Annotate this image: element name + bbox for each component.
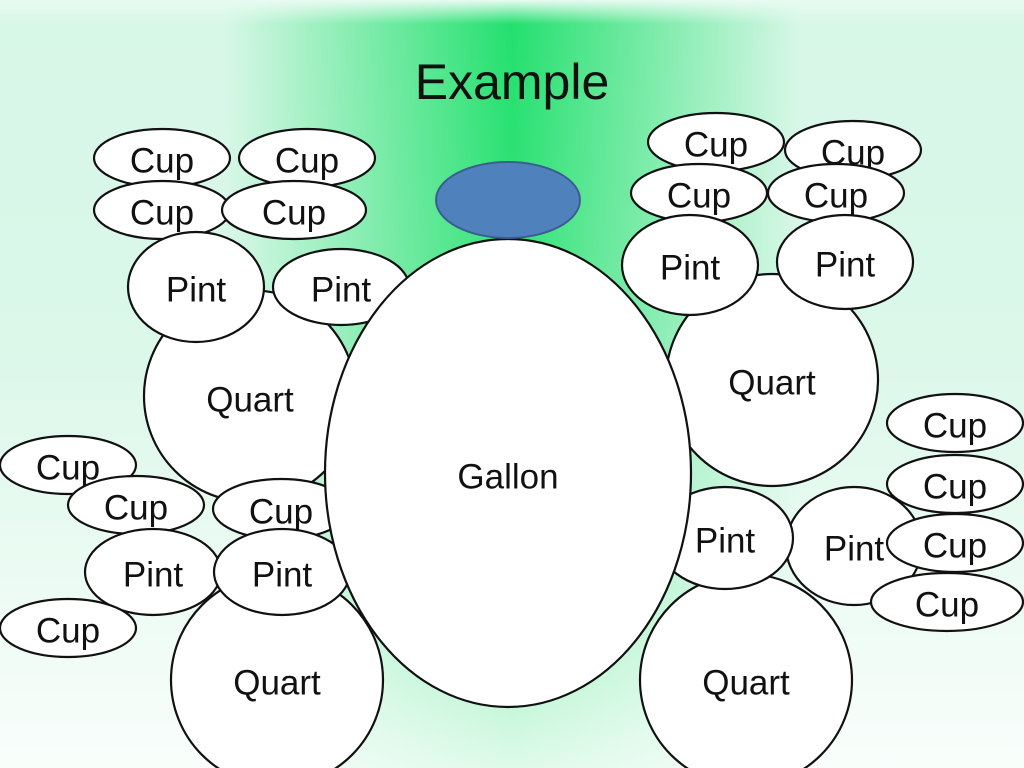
- cup-label: Cup: [130, 194, 194, 233]
- pint-label: Pint: [252, 556, 313, 595]
- cup-oval: Cup: [885, 392, 1024, 454]
- cup-oval: Cup: [0, 597, 138, 659]
- pint-circle: Pint: [212, 527, 352, 617]
- pint-label: Pint: [815, 246, 876, 285]
- cup-label: Cup: [923, 407, 987, 446]
- pint-circle: Pint: [271, 247, 411, 327]
- cup-oval: Cup: [885, 512, 1024, 574]
- pint-label: Pint: [311, 271, 372, 310]
- cup-label: Cup: [36, 449, 100, 488]
- pint-circle: Pint: [83, 527, 223, 617]
- cup-oval: Cup: [237, 127, 377, 189]
- quart-label: Quart: [702, 664, 790, 703]
- cup-oval: Cup: [629, 162, 769, 224]
- cup-label: Cup: [249, 493, 313, 532]
- cup-oval: Cup: [869, 571, 1024, 633]
- cup-label: Cup: [684, 126, 748, 165]
- cup-label: Cup: [923, 527, 987, 566]
- pint-label: Pint: [695, 522, 756, 561]
- gallon-label: Gallon: [457, 458, 558, 497]
- quart-label: Quart: [728, 364, 816, 403]
- cup-label: Cup: [36, 612, 100, 651]
- cup-oval: Cup: [211, 477, 351, 541]
- group-bottom-right: Quart Pint Pint Cup Cup Cup Cup: [638, 392, 1024, 768]
- cup-label: Cup: [275, 142, 339, 181]
- cup-oval: Cup: [766, 162, 906, 224]
- pint-circle: Pint: [655, 485, 795, 591]
- pint-circle: Pint: [620, 213, 760, 317]
- pint-circle: Pint: [126, 230, 266, 344]
- cup-label: Cup: [915, 586, 979, 625]
- cup-label: Cup: [804, 177, 868, 216]
- group-bottom-left: Cup Cup Cup Quart Pint Pint Cup: [0, 434, 385, 768]
- quart-circle: Quart: [664, 272, 880, 488]
- cup-label: Cup: [262, 194, 326, 233]
- pint-label: Pint: [166, 271, 227, 310]
- cup-oval: Cup: [92, 179, 232, 241]
- pint-label: Pint: [824, 530, 885, 569]
- cup-oval: Cup: [885, 453, 1024, 515]
- pint-label: Pint: [660, 249, 721, 288]
- cup-label: Cup: [923, 468, 987, 507]
- pint-circle: Pint: [775, 213, 915, 311]
- cup-oval: Cup: [92, 127, 232, 189]
- gallon-circle: Gallon: [323, 237, 693, 709]
- cup-oval: Cup: [66, 474, 206, 536]
- quart-label: Quart: [233, 664, 321, 703]
- cup-oval: Cup: [220, 179, 368, 241]
- cup-label: Cup: [130, 142, 194, 181]
- slide-title: Example: [414, 54, 610, 110]
- quart-circle: Quart: [638, 572, 854, 768]
- cup-oval: Cup: [646, 111, 786, 173]
- pint-label: Pint: [123, 556, 184, 595]
- group-top-left: Cup Cup Cup Cup Quart Pint Pint: [92, 127, 411, 504]
- quart-label: Quart: [206, 381, 294, 420]
- cup-label: Cup: [667, 177, 731, 216]
- blue-oval: [435, 161, 581, 239]
- cup-label: Cup: [104, 489, 168, 528]
- group-top-right: Cup Cup Cup Cup Quart Pint Pint: [620, 111, 923, 488]
